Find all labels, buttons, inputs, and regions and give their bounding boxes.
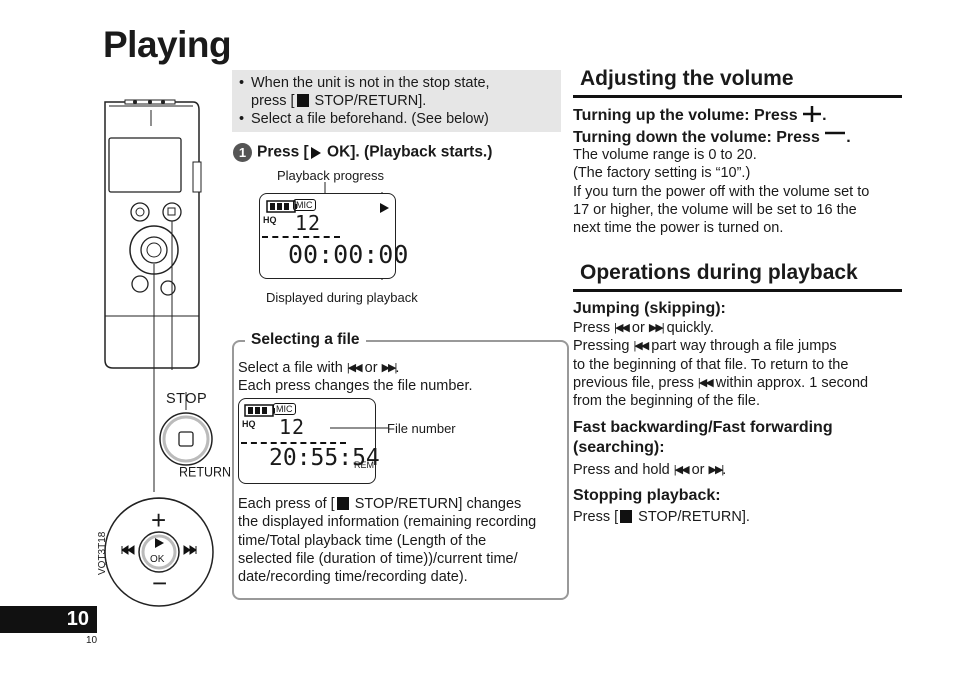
display-info-paragraph: Each press of [ STOP/RETURN] changes the…	[238, 496, 537, 586]
page-number-small: 10	[86, 635, 98, 646]
volume-heading: Adjusting the volume	[580, 67, 794, 90]
jumping-heading: Jumping (skipping):	[573, 300, 726, 317]
fast-forward-body: Press and hold |◀◀ or ▶▶|.	[573, 462, 727, 478]
operations-heading-rule	[573, 289, 902, 292]
selecting-file-panel	[232, 340, 569, 600]
caption-file-number: File number	[387, 421, 456, 436]
skip-back-icon: |◀◀	[346, 362, 363, 374]
selecting-file-title: Selecting a file	[245, 331, 366, 349]
mic-indicator: MIC	[273, 403, 296, 415]
recorder-illustration	[104, 99, 214, 607]
battery-icon	[266, 200, 297, 213]
fast-forward-heading: Fast backwarding/Fast forwarding (search…	[573, 419, 833, 456]
file-number-leader	[330, 427, 388, 429]
stopping-body: Press [ STOP/RETURN].	[573, 509, 750, 525]
step-number: 1	[233, 143, 252, 162]
caption-displayed-during-playback: Displayed during playback	[266, 290, 418, 305]
lcd-display-playback: MIC HQ 12 00:00:00	[259, 193, 408, 279]
page-number-tab: 10	[0, 606, 97, 633]
ok-label: OK	[150, 554, 165, 565]
stopping-heading: Stopping playback:	[573, 487, 721, 504]
rem-indicator: REM	[354, 460, 374, 470]
plus-icon: +	[151, 505, 167, 535]
stop-square-icon	[336, 497, 349, 510]
prerequisite-note: •When the unit is not in the stop state,…	[232, 70, 561, 132]
mic-indicator: MIC	[293, 199, 316, 211]
jumping-body: Press |◀◀ or ▶▶| quickly. Pressing |◀◀ p…	[573, 320, 869, 410]
page-title: Playing	[103, 24, 232, 65]
battery-icon	[244, 404, 275, 417]
elapsed-time-readout: 00:00:00	[288, 240, 409, 269]
caption-playback-progress: Playback progress	[277, 168, 384, 183]
stop-label: STOP	[166, 391, 208, 407]
file-number-readout: 12	[279, 415, 306, 439]
select-file-line: Select a file with |◀◀ or ▶▶|.	[238, 360, 400, 376]
return-label: RETURN	[179, 464, 232, 480]
remaining-time-readout: 20:55:54	[269, 445, 380, 471]
skip-forward-icon: ▶▶|	[708, 464, 725, 476]
skip-forward-icon: ▶▶|	[648, 322, 665, 334]
skip-back-icon: |◀◀	[633, 340, 649, 353]
model-code: VQT3T18	[97, 531, 108, 575]
skip-back-icon: |◀◀	[614, 322, 630, 334]
stop-square-icon	[296, 94, 309, 107]
select-file-line2: Each press changes the file number.	[238, 378, 473, 394]
hq-indicator: HQ	[242, 419, 256, 429]
play-status-icon	[380, 203, 389, 213]
volume-up-instruction: Turning up the volume: Press .	[573, 106, 827, 124]
skip-back-icon: |◀◀	[673, 464, 690, 476]
play-icon	[310, 146, 321, 159]
volume-heading-rule	[573, 95, 902, 98]
operations-heading: Operations during playback	[580, 261, 858, 284]
volume-body: The volume range is 0 to 20. (The factor…	[573, 147, 870, 237]
lcd-display-select: MIC HQ 12 20:55:54 REM	[238, 398, 380, 484]
skip-back-icon: |◀◀	[697, 376, 714, 389]
hq-indicator: HQ	[263, 215, 277, 225]
minus-icon	[825, 131, 846, 135]
skip-forward-icon: ▶▶|	[381, 362, 398, 374]
plus-icon	[803, 106, 822, 122]
minus-icon: −	[152, 568, 168, 598]
stop-square-icon	[620, 510, 633, 523]
volume-down-instruction: Turning down the volume: Press .	[573, 126, 851, 148]
progress-bar	[262, 236, 340, 238]
progress-bar	[241, 442, 346, 444]
file-number-readout: 12	[295, 211, 322, 235]
